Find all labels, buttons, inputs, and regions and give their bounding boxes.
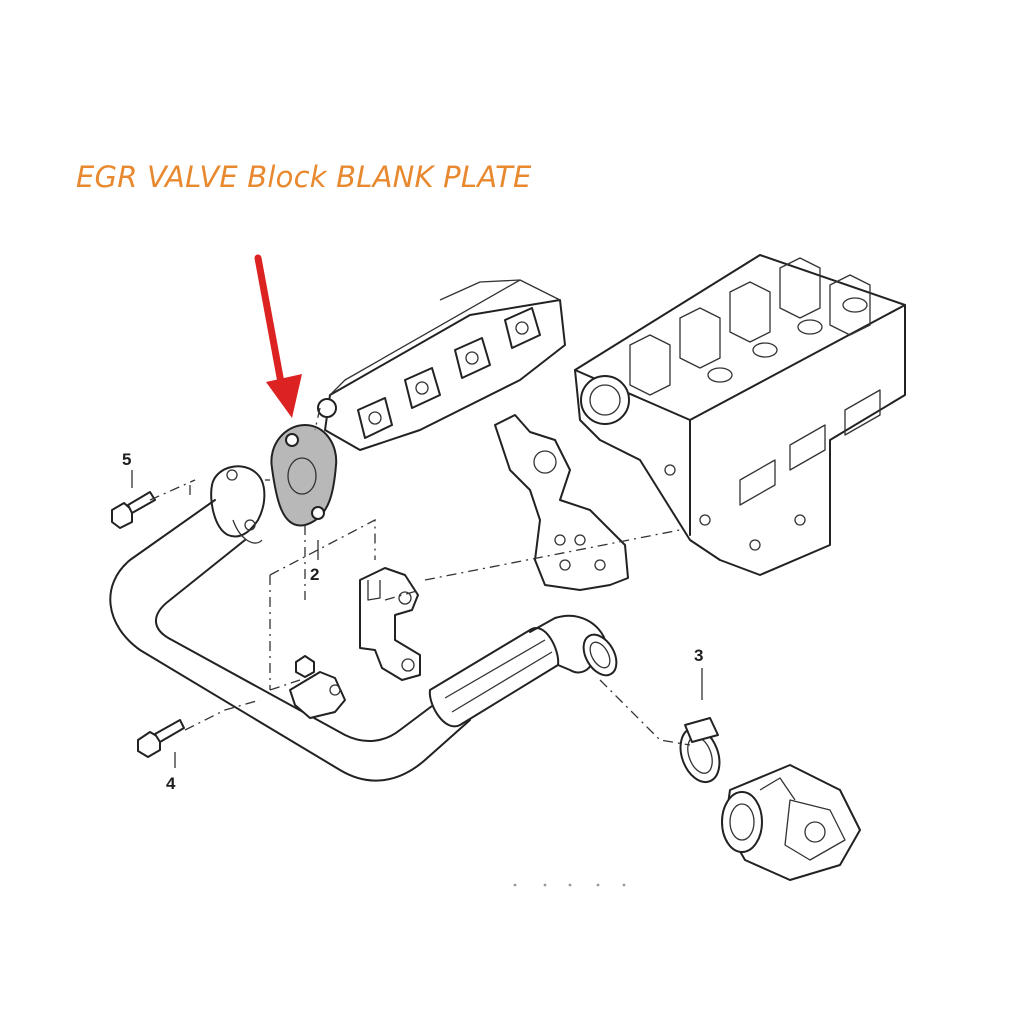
nut-small: [295, 655, 315, 678]
scan-dots: [513, 883, 626, 887]
bolt-4: [111, 491, 156, 529]
assembly-lines: [149, 407, 691, 746]
diagram-title: EGR VALVE Block BLANK PLATE: [76, 160, 532, 194]
pipe-clip: [289, 671, 346, 719]
hose-clamp: [679, 717, 721, 784]
callout-4: 5: [122, 450, 132, 469]
mounting-bracket: [359, 567, 421, 681]
callout-leaders: [131, 470, 703, 768]
callout-2: 2: [310, 565, 320, 584]
callout-3: 3: [694, 646, 704, 665]
egr-valve: [721, 764, 861, 881]
bolt-5: [137, 719, 185, 758]
cylinder-head: [574, 254, 906, 576]
indicator-arrow: [254, 254, 302, 418]
egr-pipe: [109, 465, 618, 782]
engine-bracket: [494, 414, 629, 591]
callout-5: 4: [166, 774, 176, 793]
egr-blank-plate: [270, 423, 338, 527]
exhaust-manifold: [317, 279, 566, 451]
